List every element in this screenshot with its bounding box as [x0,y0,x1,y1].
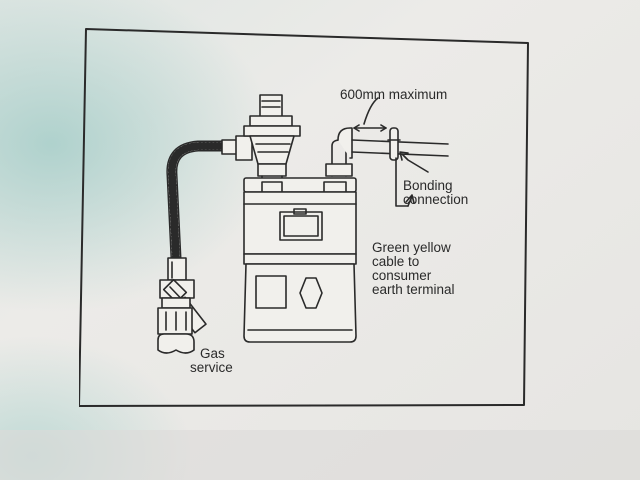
cable-label-line2: cable to [372,254,420,269]
regulator [243,94,301,165]
flexible-gas-pipe [166,140,232,264]
dimension-arrow [353,97,387,132]
bonding-label-line2: connection [403,192,469,207]
gas-meter [243,177,357,343]
outlet-pipe [325,127,449,177]
cable-label-line1: Green yellow [372,240,451,255]
max-distance-label: 600mm maximum [340,87,448,102]
bonding-label-line1: Bonding [403,178,453,193]
cable-label-line4: earth terminal [372,282,455,297]
diagram-frame [79,28,529,407]
gas-service-label-line1: Gas [200,346,225,361]
emergency-control-valve [157,257,207,354]
cable-label-line3: consumer [372,268,432,283]
gas-service-label-line2: service [190,360,233,375]
